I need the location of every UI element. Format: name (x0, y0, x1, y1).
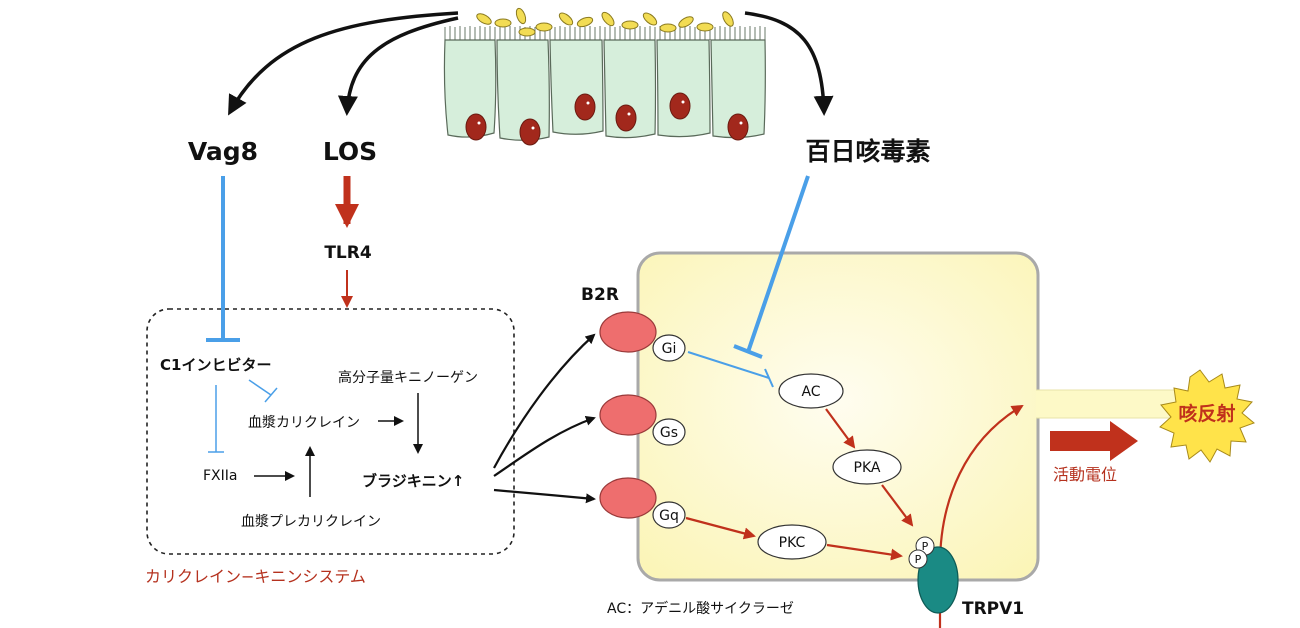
cell-body (636, 251, 1040, 582)
arrow-to-los (337, 16, 459, 116)
trpv1-label: TRPV1 (962, 599, 1024, 619)
trpv1-channel (917, 546, 959, 614)
receptor-gq: Gq (599, 477, 686, 529)
los-label: LOS (323, 137, 377, 166)
arrow-ac-to-pka (825, 408, 856, 449)
gq-label: Gq (659, 508, 679, 524)
nuclei (465, 92, 749, 146)
airway-epithelium (443, 7, 766, 146)
tlr4-label: TLR4 (324, 243, 372, 263)
ac-node (778, 373, 844, 409)
plasma-kallikrein: 血漿カリクレイン (248, 415, 360, 431)
pkc-node (757, 524, 827, 560)
plasma-prekallikrein: 血漿プレカリクレイン (241, 514, 381, 530)
phospho-1-label: P (922, 540, 929, 553)
pka-node (832, 449, 902, 485)
vag8-inhibits-c1 (206, 176, 240, 342)
epithelial-cells (443, 39, 766, 141)
cough-reflex-starburst (1159, 369, 1255, 463)
fxiia: FXIIa (203, 468, 237, 484)
phospho-2-label: P (915, 553, 922, 566)
c1-inhibits-fxiia (208, 385, 224, 453)
ac-label: AC (801, 384, 820, 400)
arrow-bk-to-gs (493, 415, 596, 477)
b2r-label: B2R (581, 285, 619, 305)
kks-system-label: カリクレイン−キニンシステム (145, 567, 366, 586)
arrow-to-vag8 (228, 11, 459, 116)
cough-reflex-label: 咳反射 (1178, 402, 1235, 425)
arrow-to-pertussis-toxin (744, 11, 834, 116)
arrow-bk-to-gi (493, 333, 596, 469)
hmw-kininogen: 高分子量キニノーゲン (338, 369, 478, 386)
c1-inhibitor: C1インヒビター (160, 356, 271, 374)
ac-definition: AC：アデニル酸サイクラーゼ (607, 600, 794, 617)
pertussis-toxin-label: 百日咳毒素 (805, 137, 930, 166)
pka-label: PKA (854, 460, 881, 476)
gs-label: Gs (660, 425, 678, 441)
arrow-pka-to-trpv1 (881, 484, 914, 527)
action-potential-label: 活動電位 (1053, 465, 1117, 484)
arrow-bk-to-gq (493, 488, 596, 504)
nerve-fiber (1036, 389, 1181, 419)
gi-inhibits-ac (687, 351, 774, 388)
arrow-pkc-to-trpv1 (826, 543, 903, 561)
receptor-gi: Gi (599, 311, 686, 362)
bradykinin: ブラジキニン↑ (362, 472, 464, 490)
arrow-gq-to-pkc (685, 516, 756, 540)
vag8-label: Vag8 (188, 137, 258, 166)
cilia (444, 26, 766, 40)
ptx-inhibits-gi (733, 175, 810, 359)
receptor-gs: Gs (599, 394, 686, 446)
phospho-2 (908, 549, 928, 569)
c1-inhibits-kallikrein (248, 379, 278, 403)
bacteria (476, 7, 734, 37)
pkc-label: PKC (779, 535, 806, 551)
action-potential-arrow (1050, 421, 1138, 461)
gi-label: Gi (662, 341, 677, 357)
